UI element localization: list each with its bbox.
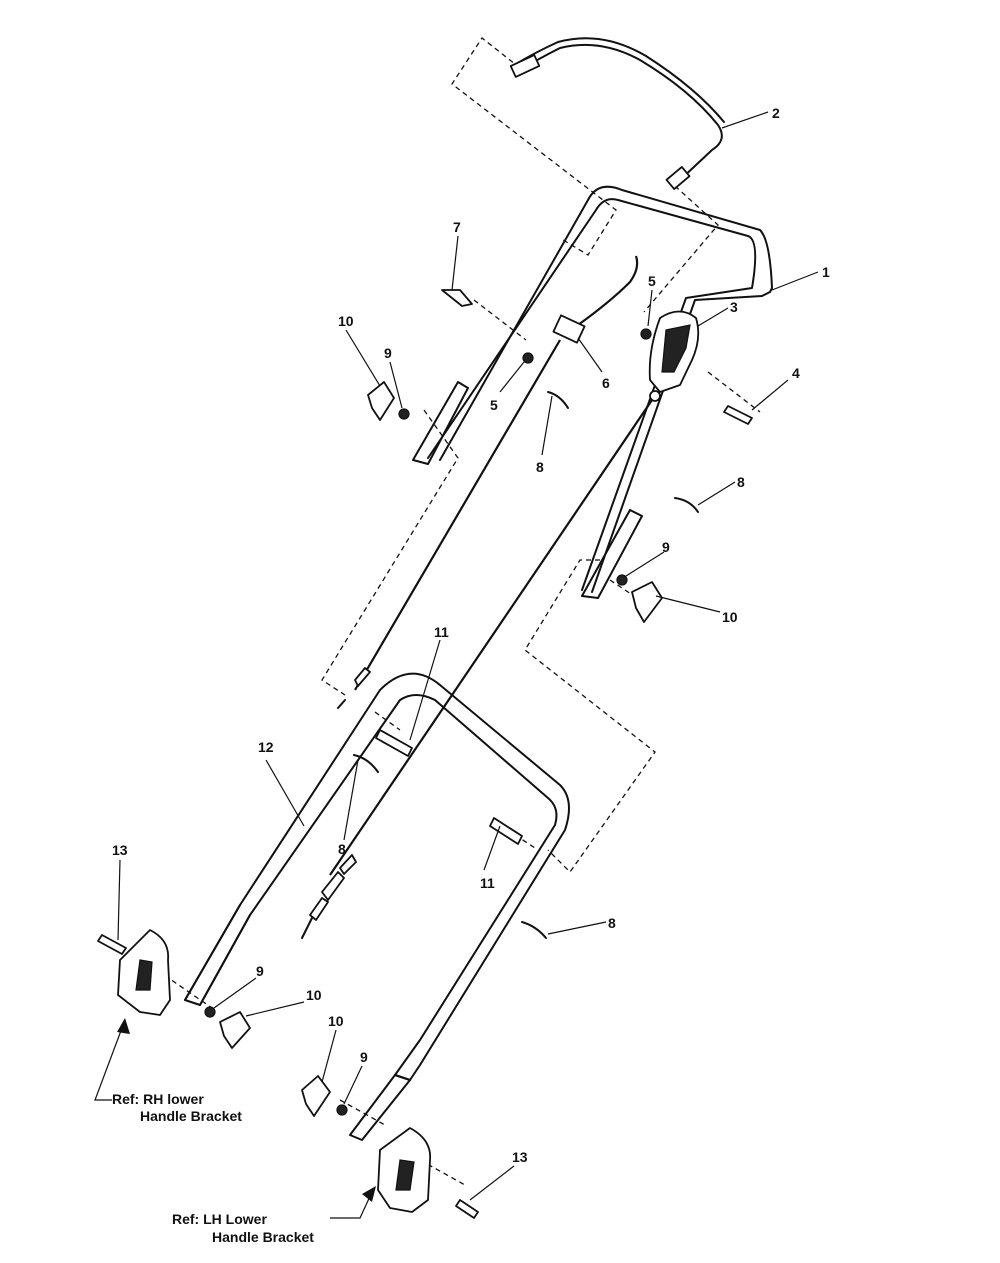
callout-5b: 5 — [490, 397, 498, 413]
callout-7: 7 — [453, 219, 461, 235]
callout-9a: 9 — [384, 345, 392, 361]
fasteners-upper — [441, 289, 753, 425]
callout-8a: 8 — [536, 459, 544, 475]
callout-11a: 11 — [434, 624, 449, 640]
knobs-and-washers — [204, 381, 663, 1117]
callout-10b: 10 — [722, 609, 738, 625]
control-housing — [648, 310, 700, 402]
upper-handle — [412, 185, 773, 599]
callout-8c: 8 — [338, 841, 346, 857]
callout-8d: 8 — [608, 915, 616, 931]
callout-1: 1 — [822, 264, 830, 280]
cable-ties — [353, 391, 699, 939]
ref-lh-line1: Ref: LH Lower — [172, 1211, 267, 1227]
assembly-dashed-lines — [134, 37, 761, 1186]
leader-lines — [117, 111, 819, 1201]
callout-5a: 5 — [648, 273, 656, 289]
callout-10d: 10 — [328, 1013, 344, 1029]
bail-control-bar — [509, 37, 725, 190]
ref-rh-line2: Handle Bracket — [140, 1108, 242, 1124]
lower-handle — [184, 672, 570, 1141]
reference-labels: Ref: RH lower Handle Bracket Ref: LH Low… — [112, 1091, 314, 1245]
cable-clip — [552, 255, 639, 344]
callout-13a: 13 — [112, 842, 128, 858]
callout-11b: 11 — [480, 875, 495, 891]
callout-9b: 9 — [662, 539, 670, 555]
reference-arrows — [94, 1018, 376, 1219]
ref-rh-line1: Ref: RH lower — [112, 1091, 204, 1107]
callout-3: 3 — [730, 299, 738, 315]
lower-brackets — [97, 929, 479, 1219]
control-cables — [301, 339, 653, 939]
callout-8b: 8 — [737, 474, 745, 490]
callout-9d: 9 — [360, 1049, 368, 1065]
callout-4: 4 — [792, 365, 800, 381]
callout-6: 6 — [602, 375, 610, 391]
ref-lh-line2: Handle Bracket — [212, 1229, 314, 1245]
callout-numbers: 1 2 3 4 5 5 6 7 8 8 8 8 9 9 9 9 10 10 10… — [112, 105, 830, 1165]
handle-bolts — [375, 729, 523, 845]
callout-10c: 10 — [306, 987, 322, 1003]
callout-13b: 13 — [512, 1149, 528, 1165]
callout-2: 2 — [772, 105, 780, 121]
callout-12: 12 — [258, 739, 274, 755]
callout-9c: 9 — [256, 963, 264, 979]
callout-10a: 10 — [338, 313, 354, 329]
